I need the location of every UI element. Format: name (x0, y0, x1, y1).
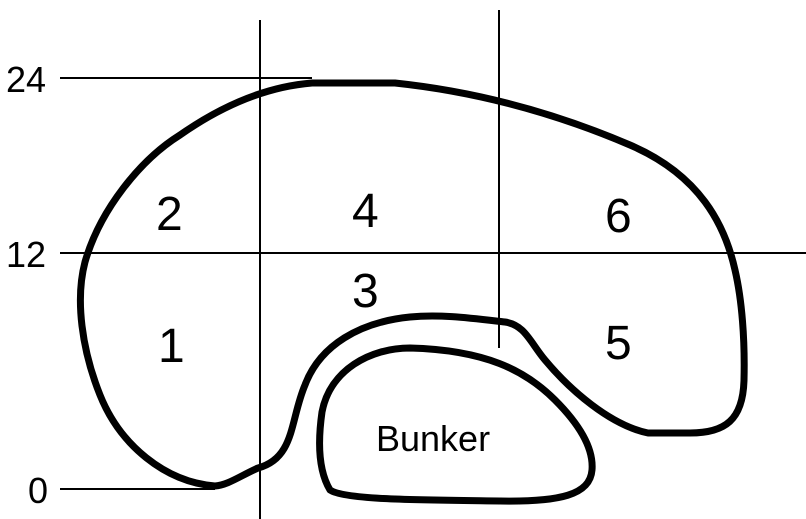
zone-label-2: 2 (156, 188, 183, 241)
zone-label-1: 1 (158, 320, 185, 373)
y-tick-label-24: 24 (6, 59, 46, 100)
zone-label-5: 5 (605, 317, 632, 370)
zone-label-3: 3 (352, 265, 379, 318)
bunker-label: Bunker (376, 418, 490, 459)
zone-label-6: 6 (605, 190, 632, 243)
y-tick-label-12: 12 (6, 234, 46, 275)
zone-label-4: 4 (352, 185, 379, 238)
green-outline (76, 79, 748, 490)
y-tick-label-0: 0 (28, 470, 48, 511)
bunker-outline (316, 344, 596, 505)
